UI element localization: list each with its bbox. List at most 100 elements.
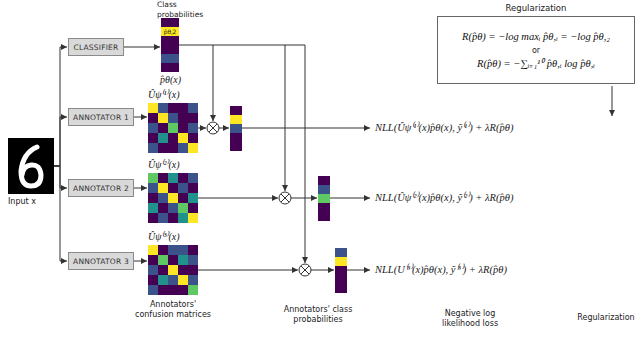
vector-cell: [161, 45, 179, 54]
vector-cell: [230, 133, 242, 142]
confusion-matrix: Ûψ⁽³⁾(x): [148, 245, 198, 295]
matrix-cell: [148, 285, 158, 295]
vector-cell: [230, 142, 242, 151]
vector-cell: [230, 115, 242, 124]
matrix-cell: [178, 183, 188, 193]
matrix-cell: [158, 103, 168, 113]
vector-cell: [318, 185, 330, 194]
caption-label: Class probabilities: [157, 0, 217, 19]
matrix-cell: [158, 123, 168, 133]
vector-cell: [230, 106, 242, 115]
formula-label: NLL(Ûψ⁽¹⁾(x)p̂θ(x), ỹ⁽¹⁾) + λR(p̂θ): [375, 122, 513, 135]
vector-cell: [230, 124, 242, 133]
input-label: Input x: [8, 197, 36, 207]
confusion-matrix: Ûψ⁽¹⁾(x): [148, 103, 198, 153]
matrix-cell: [178, 245, 188, 255]
matrix-cell: [188, 193, 198, 203]
matrix-cell: [178, 103, 188, 113]
matrix-cell: [158, 245, 168, 255]
multiply-symbols: [207, 122, 311, 276]
matrix-cell: [188, 183, 198, 193]
matrix-cell: [188, 285, 198, 295]
vector-cell: [318, 176, 330, 185]
matrix-cell: [148, 143, 158, 153]
formula: R(p̂θ) = −∑ᵢ₌₁¹⁰ p̂θ,ᵢ log p̂θ,ᵢ: [477, 57, 595, 71]
matrix-cell: [148, 123, 158, 133]
matrix-cell: [178, 265, 188, 275]
matrix-cell: [168, 255, 178, 265]
matrix-cell: [188, 245, 198, 255]
matrix-cell: [168, 193, 178, 203]
matrix-cell: [158, 255, 168, 265]
matrix-cell: [158, 183, 168, 193]
matrix-cell: [168, 183, 178, 193]
matrix-cell: [158, 173, 168, 183]
vector-cell: [335, 257, 347, 266]
matrix-cell: [148, 133, 158, 143]
connector: [54, 166, 67, 261]
class-probability-vector: p̂θ,2: [161, 18, 179, 72]
matrix-cell: [168, 173, 178, 183]
caption-label: Negative log likelihood loss: [425, 309, 515, 329]
matrix-cell: [148, 113, 158, 123]
formula-label: p̂θ(x): [160, 74, 181, 86]
box-label: CLASSIFIER: [74, 43, 119, 52]
matrix-cell: [178, 213, 188, 223]
vector-cell: [161, 27, 179, 36]
annotator-box: ANNOTATOR 2: [68, 179, 134, 197]
matrix-cell: [158, 285, 168, 295]
caption-label: Annotators' class probabilities: [273, 305, 363, 325]
matrix-cell: [148, 265, 158, 275]
vector-cell: [161, 18, 179, 27]
vector-cell: [318, 212, 330, 221]
matrix-cell: [158, 133, 168, 143]
matrix-cell: [188, 103, 198, 113]
connector: [54, 47, 67, 166]
formula-label: NLL(Ûψ⁽²⁾(x)p̂θ(x), ỹ⁽²⁾) + λR(p̂θ): [375, 192, 513, 205]
annotator-box: ANNOTATOR 1: [68, 108, 134, 126]
vector-cell: [335, 248, 347, 257]
connector: [134, 188, 147, 189]
box-label: ANNOTATOR 3: [73, 257, 129, 266]
matrix-cell: [178, 133, 188, 143]
matrix-cell: [148, 103, 158, 113]
matrix-cell: [158, 113, 168, 123]
matrix-cell: [158, 143, 168, 153]
vector-cell: [161, 63, 179, 72]
regularization-box: RegularizationR(p̂θ) = −log maxᵢ p̂θ,ᵢ =…: [437, 16, 635, 84]
matrix-cell: [148, 245, 158, 255]
matrix-cell: [178, 255, 188, 265]
matrix-label: Ûψ⁽¹⁾(x): [148, 89, 180, 101]
matrix-cell: [168, 203, 178, 213]
input-image: [8, 138, 54, 194]
caption-label: Annotators' confusion matrices: [133, 300, 213, 320]
vector-cell: [335, 266, 347, 275]
matrix-cell: [188, 265, 198, 275]
matrix-label: Ûψ⁽³⁾(x): [148, 231, 180, 243]
connector: [54, 117, 67, 166]
matrix-cell: [188, 133, 198, 143]
connective-word: or: [532, 45, 540, 56]
digit-stroke: [21, 147, 41, 186]
matrix-cell: [168, 245, 178, 255]
matrix-cell: [188, 275, 198, 285]
vector-cell: [318, 203, 330, 212]
matrix-cell: [178, 285, 188, 295]
heatmaps: [148, 18, 347, 295]
highlight-label: p̂θ,2: [161, 27, 179, 36]
connector: [134, 261, 147, 262]
matrix-cell: [148, 193, 158, 203]
matrix-cell: [168, 123, 178, 133]
matrix-cell: [178, 203, 188, 213]
matrix-cell: [168, 285, 178, 295]
matrix-cell: [168, 113, 178, 123]
matrix-cell: [148, 213, 158, 223]
connector: [124, 47, 160, 48]
matrix-cell: [168, 213, 178, 223]
matrix-cell: [188, 113, 198, 123]
formula: R(p̂θ) = −log maxᵢ p̂θ,ᵢ = −log p̂θ,₂: [462, 30, 610, 44]
matrix-cell: [158, 265, 168, 275]
matrix-cell: [168, 265, 178, 275]
